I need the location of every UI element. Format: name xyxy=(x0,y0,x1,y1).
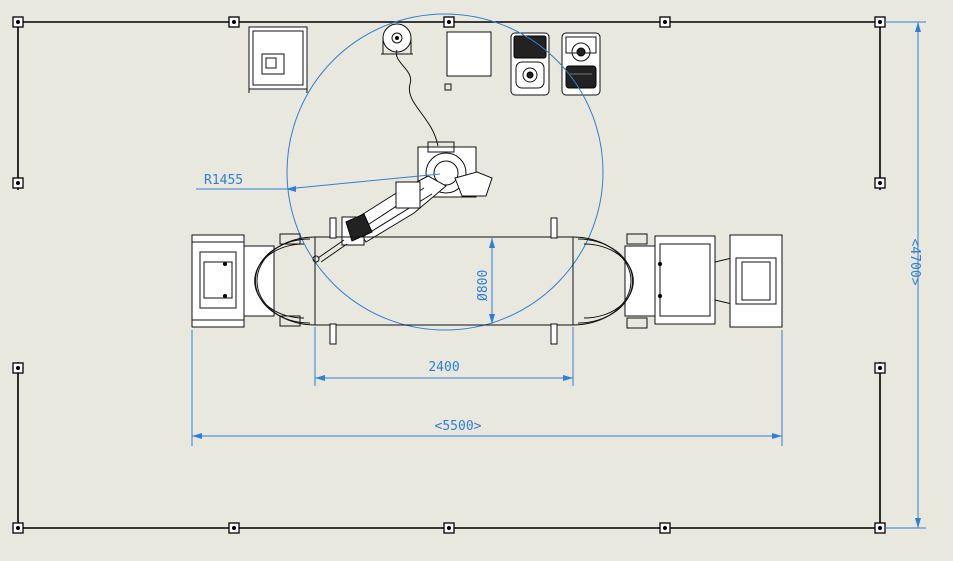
workpiece-drum xyxy=(254,217,634,345)
dim-drum-diameter: Ø800 xyxy=(476,238,495,324)
control-cabinet xyxy=(248,26,308,93)
drum-length-label: 2400 xyxy=(428,360,459,375)
welding-power-source xyxy=(510,32,550,96)
reach-radius-label: R1455 xyxy=(204,173,243,188)
dim-reach-radius: R1455 xyxy=(196,173,441,192)
fence-post xyxy=(12,16,886,534)
overall-length-label: <5500> xyxy=(435,419,482,434)
reach-circle xyxy=(286,13,604,331)
teach-pendant-box xyxy=(444,31,492,91)
wire-spool xyxy=(381,23,413,55)
dim-overall-width: <4700> xyxy=(884,21,926,529)
fence-frame xyxy=(12,16,886,534)
dim-overall-length: <5500> xyxy=(191,330,783,446)
robot-arm xyxy=(312,141,493,263)
wire-feeder-unit xyxy=(561,32,601,96)
positioner-headstock xyxy=(191,233,301,328)
positioner-tailstock xyxy=(624,233,783,329)
overall-width-label: <4700> xyxy=(907,239,922,286)
drum-diameter-label: Ø800 xyxy=(476,270,491,301)
wire-cable xyxy=(395,49,439,147)
dim-drum-length: 2400 xyxy=(314,327,574,386)
